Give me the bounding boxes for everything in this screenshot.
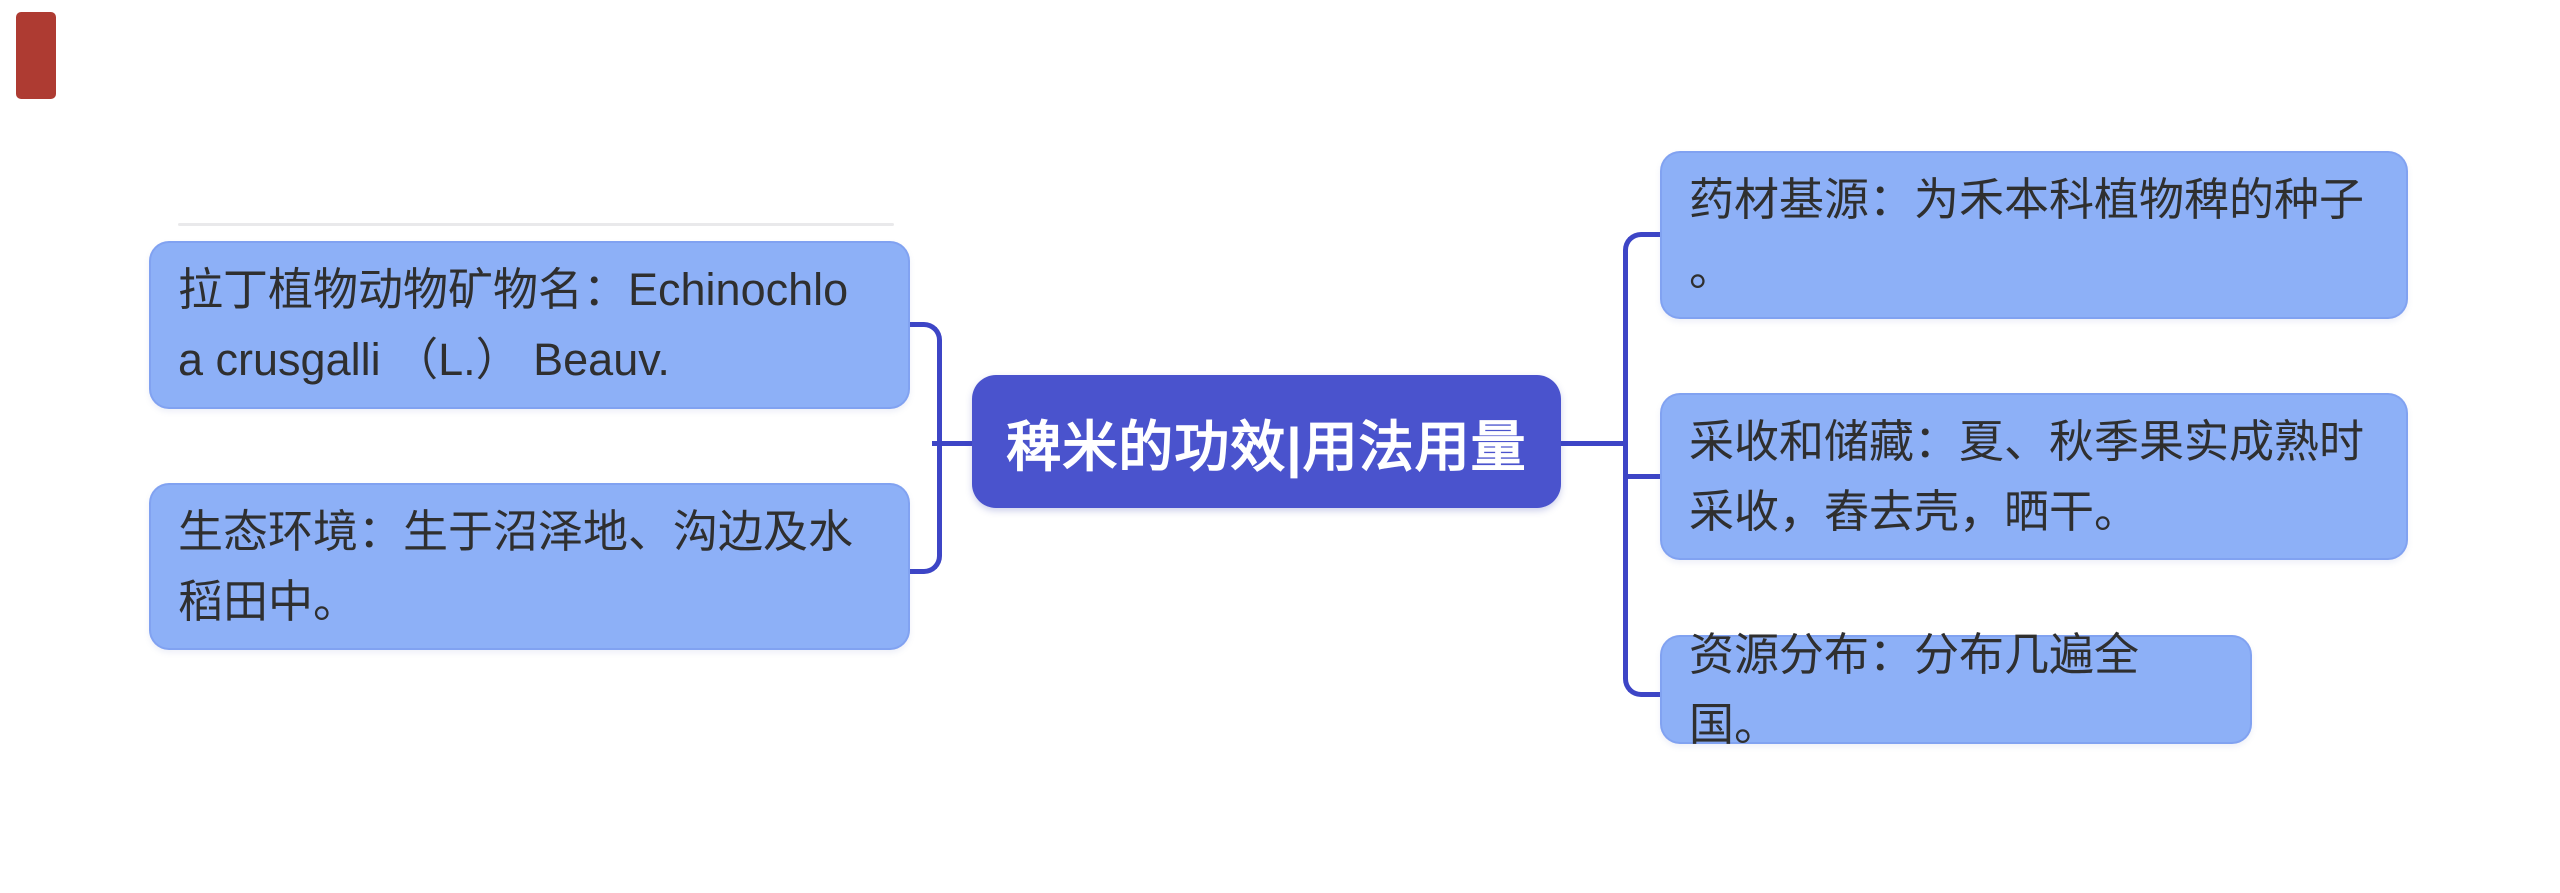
- root-node[interactable]: 稗米的功效|用法用量: [972, 375, 1561, 508]
- connector-left-bottom-elbow: [910, 444, 942, 574]
- connector-left-root-stub: [932, 441, 973, 446]
- node-latin-name[interactable]: 拉丁植物动物矿物名：Echinochlo a crusgalli （L.） Be…: [149, 241, 910, 409]
- connector-right-root-stub: [1560, 441, 1626, 446]
- node-harvest-storage-label: 采收和储藏：夏、秋季果实成熟时 采收，舂去壳，晒干。: [1689, 415, 2365, 537]
- connector-left-top-elbow: [910, 322, 942, 450]
- connector-right-middle-stub: [1626, 474, 1661, 479]
- node-distribution-label: 资源分布：分布几遍全国。: [1689, 628, 2140, 750]
- node-source-label: 药材基源：为禾本科植物稗的种子 。: [1689, 174, 2365, 295]
- ghost-divider-line: [178, 223, 894, 226]
- root-node-label: 稗米的功效|用法用量: [1006, 415, 1527, 478]
- node-ecology-label: 生态环境：生于沼泽地、沟边及水 稻田中。: [178, 505, 854, 627]
- node-ecology[interactable]: 生态环境：生于沼泽地、沟边及水 稻田中。: [149, 483, 910, 650]
- node-harvest-storage[interactable]: 采收和储藏：夏、秋季果实成熟时 采收，舂去壳，晒干。: [1660, 393, 2408, 560]
- node-latin-name-label: 拉丁植物动物矿物名：Echinochlo a crusgalli （L.） Be…: [178, 264, 849, 385]
- connector-right-top-elbow: [1623, 232, 1665, 449]
- node-distribution[interactable]: 资源分布：分布几遍全国。: [1660, 629, 2252, 750]
- connector-right-bottom-elbow: [1623, 444, 1665, 697]
- watermark-badge: [16, 12, 56, 99]
- node-source[interactable]: 药材基源：为禾本科植物稗的种子 。: [1660, 151, 2408, 319]
